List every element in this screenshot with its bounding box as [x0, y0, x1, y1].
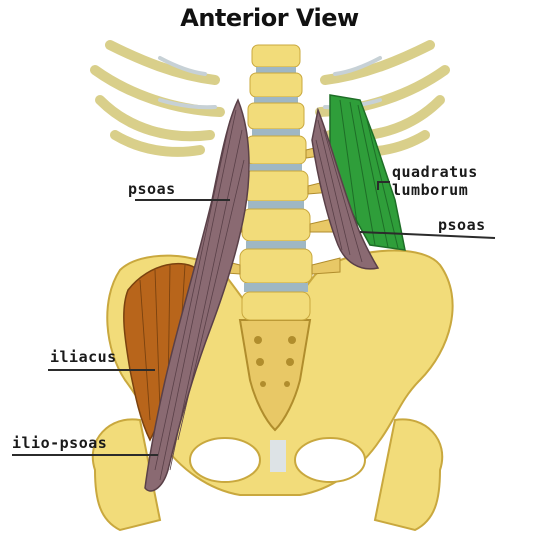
label-quadratus: quadratus	[392, 163, 478, 181]
label-ilio-psoas: ilio-psoas	[12, 434, 107, 452]
pubic-symphysis	[270, 440, 286, 472]
obturator-foramen-left	[190, 438, 260, 482]
label-lumborum: lumborum	[392, 181, 468, 199]
label-psoas-right: psoas	[438, 216, 486, 234]
label-iliacus: iliacus	[50, 348, 117, 366]
obturator-foramen-right	[295, 438, 365, 482]
label-psoas-left: psoas	[128, 180, 176, 198]
lumbar-spine	[240, 45, 312, 320]
femur-right	[375, 419, 442, 530]
